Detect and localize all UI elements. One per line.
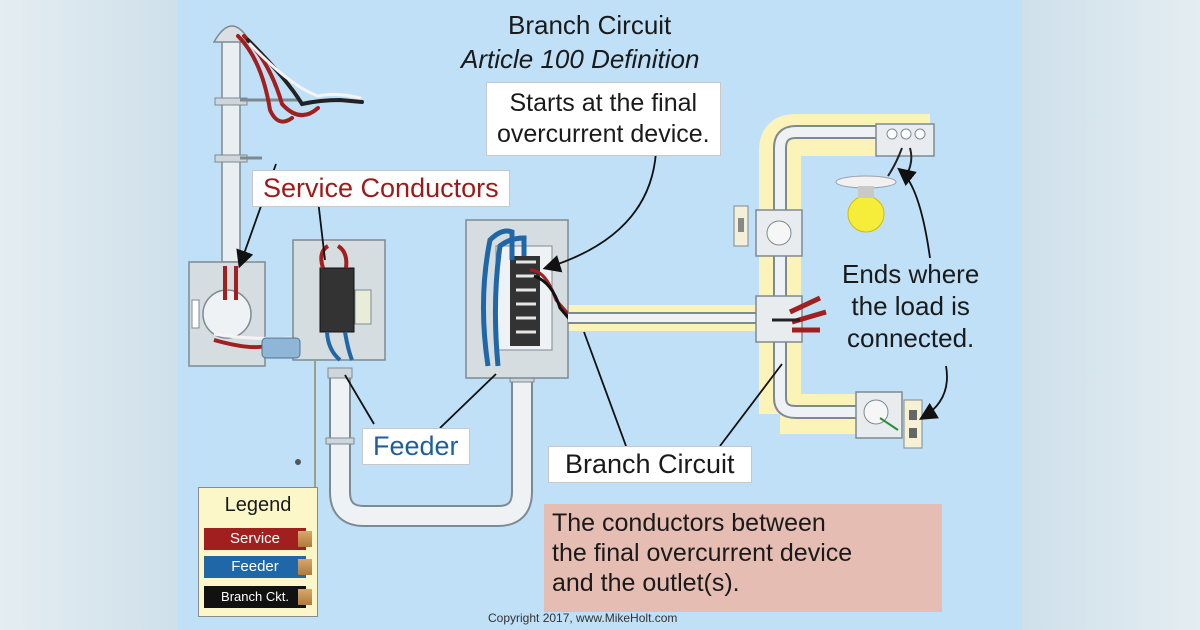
legend-service-swatch: Service (204, 528, 312, 550)
legend-branch-swatch: Branch Ckt. (204, 586, 312, 608)
starts-note-line2: overcurrent device. (497, 120, 710, 148)
wire-tip-icon (298, 559, 312, 575)
ends-note-line3: connected. (847, 323, 975, 353)
diagram-subtitle: Article 100 Definition (461, 44, 700, 74)
definition-line1: The conductors between (552, 509, 826, 537)
diagram-title: Branch Circuit (508, 10, 672, 40)
definition-line3: and the outlet(s). (552, 569, 740, 597)
starts-note-line1: Starts at the final (509, 89, 698, 117)
ends-note-line2: the load is (851, 291, 970, 321)
service-disconnect (261, 239, 386, 488)
left-backdrop (0, 0, 178, 630)
right-backdrop (1022, 0, 1200, 630)
legend-feeder-swatch: Feeder (204, 556, 312, 578)
starts-note: Starts at the final overcurrent device. (486, 82, 721, 156)
switch-box (733, 205, 803, 257)
callout-lines (236, 151, 948, 447)
light-fixture (835, 123, 935, 233)
ends-note-line1: Ends where (842, 259, 980, 289)
legend-service-label: Service (229, 530, 281, 547)
junction-box (755, 295, 827, 343)
legend-feeder-label: Feeder (231, 558, 279, 575)
legend-branch-label: Branch Ckt. (221, 589, 289, 604)
legend-title: Legend (224, 494, 292, 516)
legend: Legend Service Feeder Branch Ckt. (198, 487, 318, 617)
service-drop-wires (236, 34, 364, 124)
wire-tip-icon (298, 531, 312, 547)
receptacle-box (855, 391, 923, 449)
definition-box: The conductors between the final overcur… (544, 504, 942, 612)
copyright-notice: Copyright 2017, www.MikeHolt.com (488, 611, 678, 625)
wire-tip-icon (298, 589, 312, 605)
branch-raceway (568, 125, 876, 419)
panelboard (465, 219, 574, 379)
ends-note: Ends where the load is connected. (842, 258, 979, 354)
branch-circuit-label: Branch Circuit (548, 446, 752, 483)
service-conductors-label: Service Conductors (252, 170, 510, 207)
feeder-label: Feeder (362, 428, 470, 465)
definition-line2: the final overcurrent device (552, 539, 853, 567)
